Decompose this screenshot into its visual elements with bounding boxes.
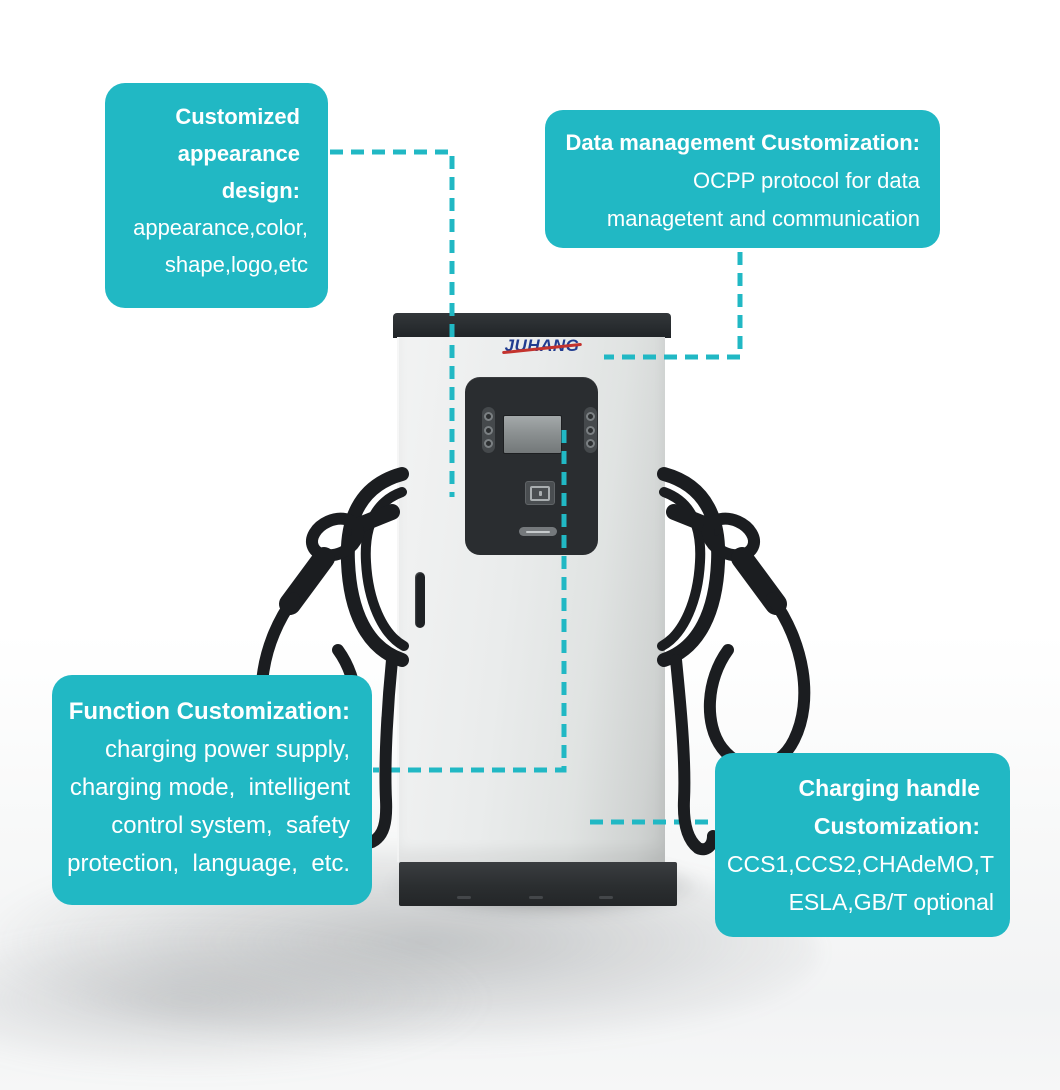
base-vent (599, 896, 613, 899)
callout-title-line: design: (221, 178, 300, 203)
callout-title-line: Charging handle (798, 775, 980, 801)
callout-title-line: Customized (175, 104, 300, 129)
base-vent (529, 896, 543, 899)
callout-title-line: Customization: (813, 813, 980, 839)
display-screen (503, 415, 562, 454)
right-button-strip (584, 407, 597, 453)
left-cable-coil-outer (340, 467, 409, 667)
right-gun-handle-ring (702, 512, 760, 562)
left-button-strip (482, 407, 495, 453)
callout-body-line: OCPP protocol for data (692, 168, 920, 193)
callout-body-line: shape,logo,etc (164, 252, 308, 277)
callout-body-line: protection, language, etc. (67, 850, 350, 877)
panel-label-text-bar (526, 530, 550, 533)
callout-data-management: Data management Customization: OCPP prot… (545, 110, 940, 248)
control-panel (465, 377, 598, 555)
left-gun-grip (279, 547, 335, 615)
card-reader-icon (525, 481, 555, 505)
charger-top-cap (393, 313, 671, 338)
callout-body-line: charging power supply, (104, 736, 350, 763)
callout-body-line: charging mode, intelligent (69, 774, 350, 801)
floor-shadow-swirl (0, 925, 500, 1075)
right-cable-drop (670, 654, 719, 856)
callout-body-line: control system, safety (111, 812, 350, 839)
door-handle (415, 572, 425, 628)
left-gun-handle-ring (306, 512, 364, 562)
callout-body-line: CCS1,CCS2,CHAdeMO,T (726, 851, 994, 877)
callout-function-customization: Function Customization: charging power s… (52, 675, 372, 905)
callout-body-line: ESLA,GB/T optional (788, 889, 994, 915)
brand-logo: JUHANG (497, 336, 587, 358)
right-cable-loop (703, 592, 811, 773)
right-cable-coil-inner (657, 487, 706, 651)
callout-title-line: Data management Customization: (565, 130, 921, 155)
callout-appearance-design: Customized appearance design: appearance… (105, 83, 328, 308)
callout-title-line: appearance (177, 141, 300, 166)
callout-title-line: Function Customization: (68, 698, 350, 725)
callout-charging-handle: Charging handle Customization: CCS1,CCS2… (715, 753, 1010, 937)
right-gun-grip (731, 547, 787, 615)
callout-body-line: appearance,color, (133, 215, 308, 240)
panel-label (519, 527, 557, 536)
base-vent (457, 896, 471, 899)
right-cable-coil-outer (657, 467, 726, 667)
card-slot-icon (530, 485, 550, 501)
right-gun-mount (666, 504, 722, 536)
callout-body-line: managetent and communication (606, 206, 920, 231)
charger-base (399, 862, 677, 906)
left-gun-mount (344, 504, 400, 536)
